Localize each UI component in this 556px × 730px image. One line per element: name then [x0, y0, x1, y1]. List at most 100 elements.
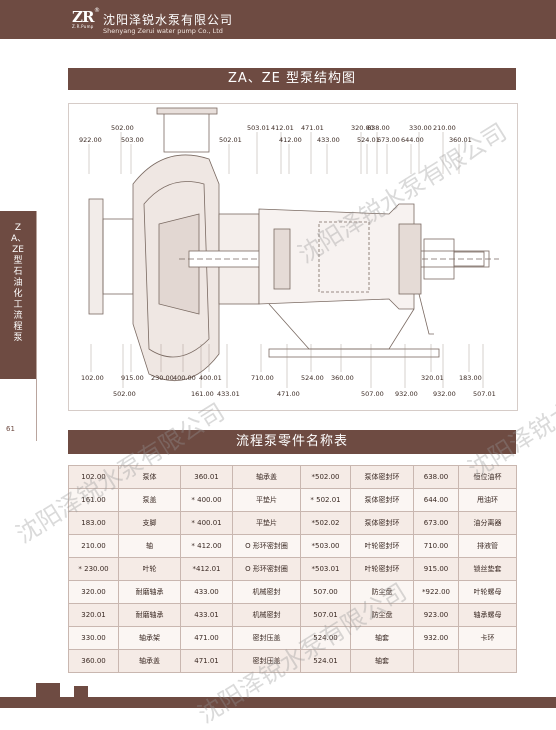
- diagram-callout: 360.01: [449, 136, 472, 144]
- diagram-callout: 922.00: [79, 136, 102, 144]
- part-code-cell: 644.00: [413, 488, 459, 512]
- page-header: ZR ® Z.R.Pump 沈阳泽锐水泵有限公司 Shenyang Zerui …: [0, 0, 556, 39]
- diagram-callout: 503.00: [121, 136, 144, 144]
- diagram-callout: 932.00: [433, 390, 456, 398]
- part-name-cell: 耐磨轴承: [118, 603, 181, 627]
- part-code-cell: 923.00: [413, 603, 459, 627]
- part-code-cell: 471.00: [180, 626, 233, 650]
- diagram-callout: 320.00: [351, 124, 374, 132]
- page-number: 61: [6, 425, 15, 433]
- page-footer-bar: [0, 697, 556, 708]
- part-code-cell: 161.00: [68, 488, 119, 512]
- diagram-callout: 644.00: [401, 136, 424, 144]
- diagram-callout: 102.00: [81, 374, 104, 382]
- part-name-cell: 泵体: [118, 465, 181, 489]
- footer-square-small: [74, 686, 88, 697]
- part-code-cell: 524.01: [300, 649, 351, 673]
- side-section-tab: ZA、ZE型石油化工流程泵: [0, 211, 36, 379]
- diagram-callout: 210.00: [433, 124, 456, 132]
- diagram-callout: 471.01: [301, 124, 324, 132]
- diagram-callout: 330.00: [409, 124, 432, 132]
- part-code-cell: 471.01: [180, 649, 233, 673]
- part-name-cell: O 形环密封圈: [232, 534, 301, 558]
- diagram-callout: 502.01: [219, 136, 242, 144]
- logo-text: ZR: [72, 8, 94, 26]
- part-code-cell: 360.01: [180, 465, 233, 489]
- footer-square-large: [36, 683, 60, 697]
- diagram-callout: 183.00: [459, 374, 482, 382]
- part-name-cell: 泵体密封环: [350, 511, 414, 535]
- diagram-callout: 710.00: [251, 374, 274, 382]
- parts-table-title: 流程泵零件名称表: [68, 430, 516, 454]
- diagram-callout: 507.01: [473, 390, 496, 398]
- part-code-cell: * 400.01: [180, 511, 233, 535]
- part-code-cell: 102.00: [68, 465, 119, 489]
- part-code-cell: *922.00: [413, 580, 459, 604]
- side-divider: [36, 211, 37, 441]
- part-code-cell: *412.01: [180, 557, 233, 581]
- diagram-callout: 507.00: [361, 390, 384, 398]
- part-code-cell: 710.00: [413, 534, 459, 558]
- part-code-cell: 524.00: [300, 626, 351, 650]
- part-name-cell: 支脚: [118, 511, 181, 535]
- part-name-cell: 轴套: [350, 626, 414, 650]
- part-code-cell: * 400.00: [180, 488, 233, 512]
- diagram-callout: 320.01: [421, 374, 444, 382]
- part-code-cell: [413, 649, 459, 673]
- diagram-callout: 230.00: [151, 374, 174, 382]
- diagram-callout: 471.00: [277, 390, 300, 398]
- part-name-cell: 泵盖: [118, 488, 181, 512]
- part-name-cell: 轴: [118, 534, 181, 558]
- diagram-callout: 412.00: [279, 136, 302, 144]
- part-code-cell: 360.00: [68, 649, 119, 673]
- part-name-cell: 密封压盖: [232, 626, 301, 650]
- part-name-cell: O 形环密封圈: [232, 557, 301, 581]
- diagram-callout: 932.00: [395, 390, 418, 398]
- diagram-callout: 412.01: [271, 124, 294, 132]
- part-code-cell: *503.01: [300, 557, 351, 581]
- part-name-cell: 轴承盖: [232, 465, 301, 489]
- part-code-cell: 433.01: [180, 603, 233, 627]
- diagram-callout: 360.00: [331, 374, 354, 382]
- diagram-callout: 161.00: [191, 390, 214, 398]
- side-tab-label: ZA、ZE型石油化工流程泵: [11, 223, 27, 343]
- part-code-cell: *503.00: [300, 534, 351, 558]
- part-code-cell: * 502.01: [300, 488, 351, 512]
- part-code-cell: 915.00: [413, 557, 459, 581]
- part-code-cell: 320.01: [68, 603, 119, 627]
- diagram-callout: 502.00: [111, 124, 134, 132]
- company-logo: ZR ® Z.R.Pump: [72, 7, 100, 29]
- part-code-cell: 507.00: [300, 580, 351, 604]
- part-name-cell: 机械密封: [232, 603, 301, 627]
- part-name-cell: 甩油环: [458, 488, 517, 512]
- part-code-cell: 932.00: [413, 626, 459, 650]
- part-name-cell: 锁丝垫套: [458, 557, 517, 581]
- part-code-cell: 183.00: [68, 511, 119, 535]
- part-name-cell: 机械密封: [232, 580, 301, 604]
- part-name-cell: 排液管: [458, 534, 517, 558]
- part-name-cell: 卡环: [458, 626, 517, 650]
- diagram-callout: 503.01: [247, 124, 270, 132]
- part-code-cell: *502.02: [300, 511, 351, 535]
- diagram-callout: 433.01: [217, 390, 240, 398]
- part-code-cell: 330.00: [68, 626, 119, 650]
- diagram-callout: 433.00: [317, 136, 340, 144]
- diagram-callout: 638.00: [367, 124, 390, 132]
- part-name-cell: 泵体密封环: [350, 465, 414, 489]
- part-name-cell: 轴承架: [118, 626, 181, 650]
- part-code-cell: 638.00: [413, 465, 459, 489]
- diagram-callout: 673.00: [377, 136, 400, 144]
- diagram-callout: 524.01: [357, 136, 380, 144]
- registered-mark: ®: [94, 7, 100, 14]
- part-name-cell: 叶轮密封环: [350, 534, 414, 558]
- part-name-cell: 防尘盘: [350, 603, 414, 627]
